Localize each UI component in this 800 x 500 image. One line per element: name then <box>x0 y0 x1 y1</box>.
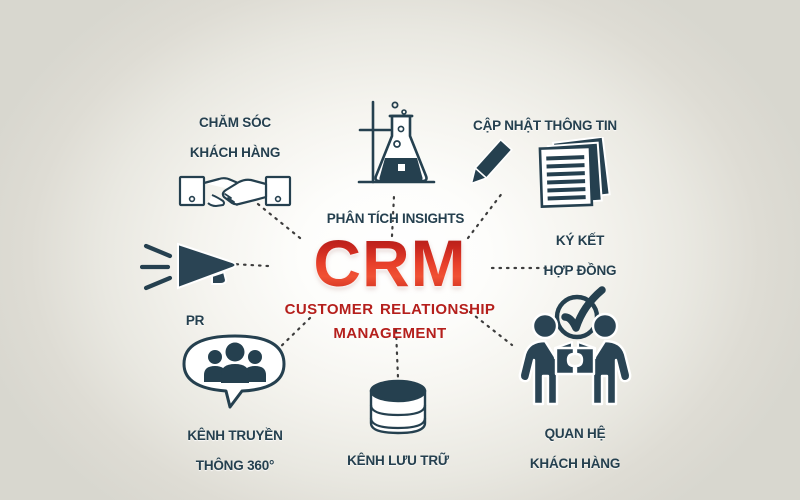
node-ky-ket-hop-dong[interactable]: KÝ KẾT HỢP ĐỒNG <box>525 218 635 342</box>
pencil-documents-icon <box>455 137 635 211</box>
node-label-cap-nhat-thong-tin: CẬP NHẬT THÔNG TIN <box>455 103 635 133</box>
node-label-ky-ket-hop-dong: KÝ KẾT HỢP ĐỒNG <box>525 218 635 278</box>
node-kenh-luu-tru[interactable]: KÊNH LƯU TRỮ <box>340 378 456 468</box>
crm-wordmark: CRM Customer Relationship Management <box>230 230 550 343</box>
node-kenh-truyen-thong-360[interactable]: KÊNH TRUYỀN THÔNG 360° <box>160 333 310 473</box>
label-line-1: CẬP NHẬT THÔNG TIN <box>473 118 617 133</box>
handshake-icon <box>165 166 305 214</box>
label-line-1: QUAN HỆ <box>544 426 606 441</box>
node-cap-nhat-thong-tin[interactable]: CẬP NHẬT THÔNG TIN <box>455 103 635 211</box>
label-line-2: KHÁCH HÀNG <box>189 145 281 160</box>
node-label-pr: PR <box>140 298 250 328</box>
label-line-2: THÔNG 360° <box>195 458 275 473</box>
node-quan-he-khach-hang[interactable]: QUAN HỆ KHÁCH HÀNG <box>500 312 650 471</box>
label-line-1: PR <box>185 313 205 328</box>
label-line-1: PHÂN TÍCH INSIGHTS <box>326 211 465 226</box>
node-pr[interactable]: PR <box>140 238 250 328</box>
node-label-phan-tich-insights: PHÂN TÍCH INSIGHTS <box>318 196 473 226</box>
node-label-kenh-truyen-thong-360: KÊNH TRUYỀN THÔNG 360° <box>160 413 310 473</box>
node-label-quan-he-khach-hang: QUAN HỆ KHÁCH HÀNG <box>500 411 650 471</box>
label-line-1: KÝ KẾT <box>555 233 605 248</box>
database-icon <box>340 378 456 436</box>
node-label-cham-soc-khach-hang: CHĂM SÓC KHÁCH HÀNG <box>165 100 305 160</box>
node-phan-tich-insights[interactable]: PHÂN TÍCH INSIGHTS <box>318 96 473 226</box>
label-line-1: CHĂM SÓC <box>199 115 271 130</box>
label-line-1: KÊNH LƯU TRỮ <box>347 453 449 468</box>
crm-subtitle-line-1: Customer Relationship <box>284 294 496 319</box>
label-line-1: KÊNH TRUYỀN <box>187 428 283 443</box>
label-line-2: KHÁCH HÀNG <box>529 456 621 471</box>
speech-bubble-people-icon <box>160 333 310 411</box>
crm-title: CRM <box>230 230 550 296</box>
megaphone-icon <box>140 238 250 300</box>
node-label-kenh-luu-tru: KÊNH LƯU TRỮ <box>340 438 456 468</box>
label-line-2: HỢP ĐỒNG <box>543 263 617 278</box>
flask-stand-icon <box>318 96 473 194</box>
crm-subtitle-line-2: Management <box>333 318 447 343</box>
node-cham-soc-khach-hang[interactable]: CHĂM SÓC KHÁCH HÀNG <box>165 100 305 214</box>
two-people-puzzle-icon <box>500 312 650 407</box>
